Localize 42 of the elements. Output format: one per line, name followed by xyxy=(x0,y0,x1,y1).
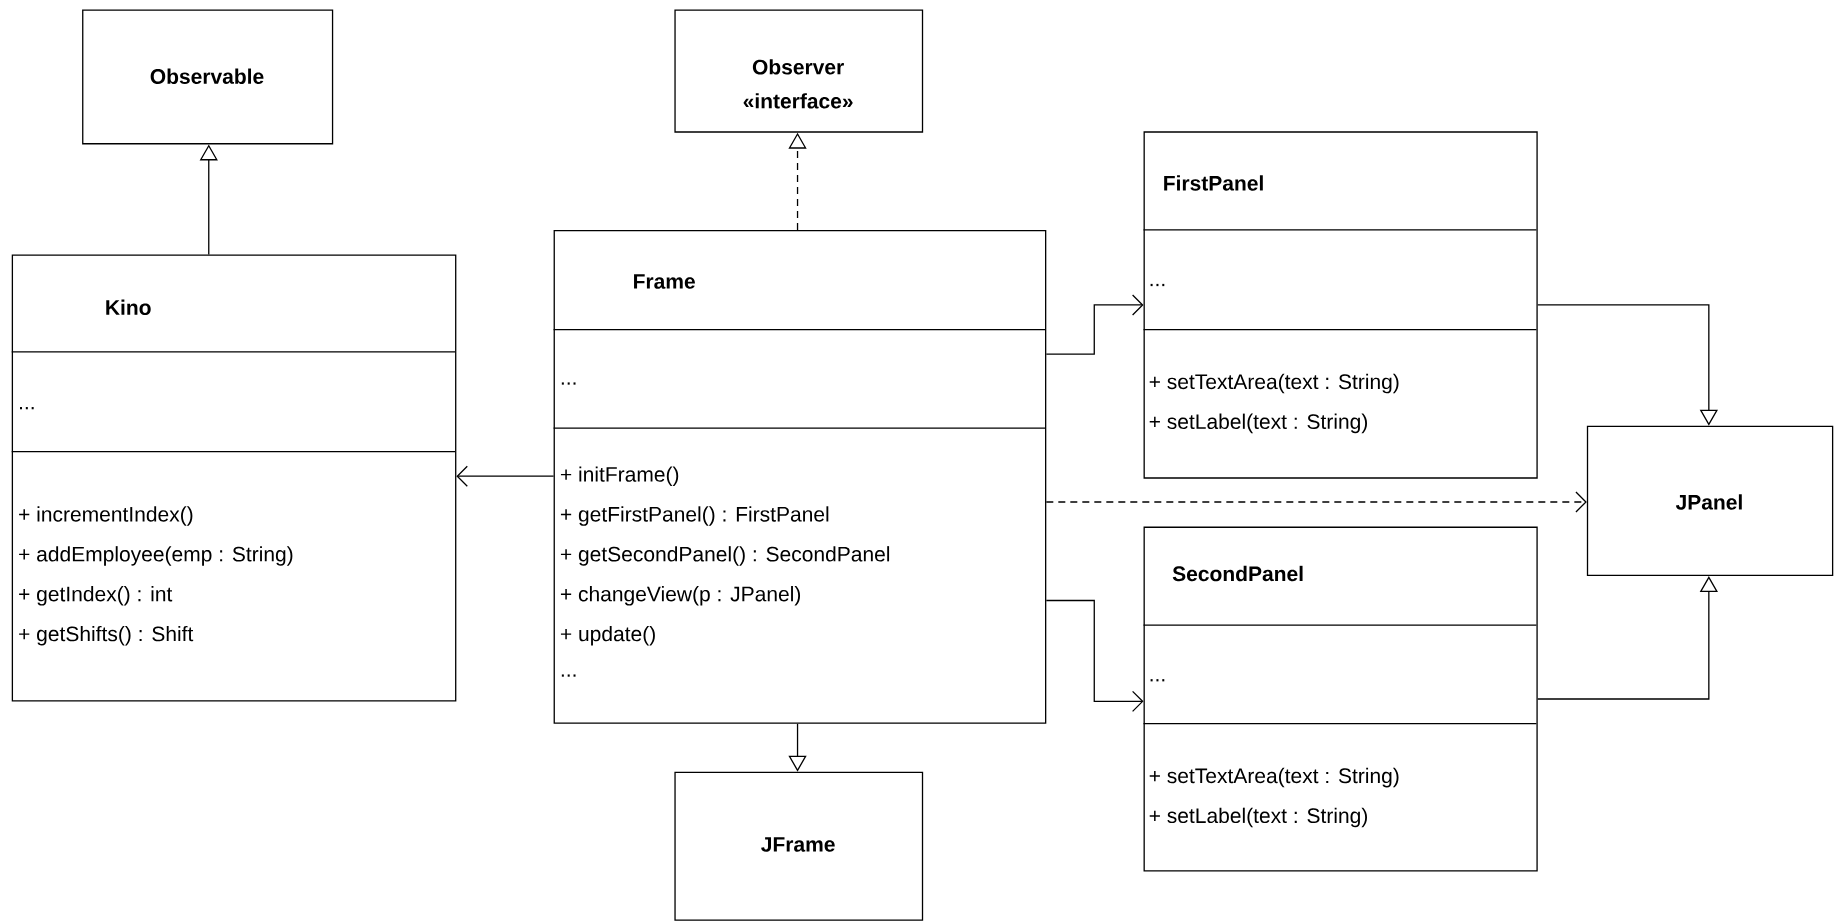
method-text: ... xyxy=(561,674,576,677)
method-text: + getIndex() : int xyxy=(19,586,173,606)
class-name: «interface» xyxy=(743,93,853,109)
method-text: + incrementIndex() xyxy=(19,506,193,526)
method-text: + update() xyxy=(560,625,655,646)
class-name: Observer xyxy=(752,59,844,75)
association-arrow xyxy=(1045,294,1144,355)
class-name: JPanel xyxy=(1675,494,1742,510)
class-name: JFrame xyxy=(761,837,835,852)
class-name: Frame xyxy=(634,274,695,289)
attribute-text: ... xyxy=(1150,283,1165,287)
class-box xyxy=(552,229,1047,724)
method-text: + getSecondPanel() : SecondPanel xyxy=(560,546,890,566)
class-name: Kino xyxy=(106,299,151,315)
class-box xyxy=(674,771,924,921)
attribute-text: ... xyxy=(20,407,34,410)
method-text: + setTextArea(text : String) xyxy=(1149,767,1399,788)
attribute-text: ... xyxy=(1150,679,1165,682)
class-box xyxy=(1586,425,1834,576)
association-arrow xyxy=(456,465,555,487)
class-box xyxy=(1142,131,1538,479)
method-text: + addEmployee(emp : String) xyxy=(19,546,293,566)
class-box xyxy=(82,9,334,145)
method-text: + changeView(p : JPanel) xyxy=(560,586,801,606)
method-text: + setLabel(text : String) xyxy=(1149,807,1367,828)
inheritance-arrow xyxy=(1537,304,1718,426)
method-text: + getFirstPanel() : FirstPanel xyxy=(560,506,829,526)
class-box xyxy=(1142,526,1538,872)
dependency-arrow xyxy=(1045,491,1587,513)
class-name: FirstPanel xyxy=(1164,175,1263,191)
class-name: SecondPanel xyxy=(1172,565,1303,582)
method-text: + setLabel(text : String) xyxy=(1149,413,1367,434)
class-box xyxy=(11,254,457,702)
class-name: Observable xyxy=(150,68,264,84)
class-box xyxy=(674,9,924,133)
method-text: + getShifts() : Shift xyxy=(19,625,194,646)
method-text: + setTextArea(text : String) xyxy=(1149,373,1399,394)
attribute-text: ... xyxy=(561,382,576,385)
method-text: + initFrame() xyxy=(560,466,679,486)
inheritance-arrow xyxy=(1537,576,1718,700)
inheritance-arrow xyxy=(788,723,807,772)
association-arrow xyxy=(1045,599,1144,712)
